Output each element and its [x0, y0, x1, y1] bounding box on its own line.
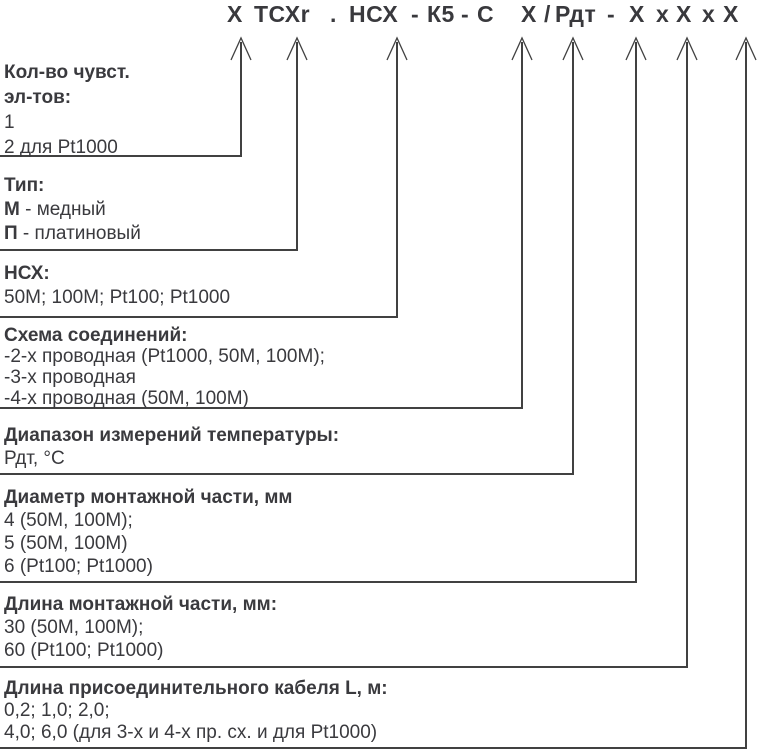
- section-row: 60 (Pt100; Pt1000): [4, 640, 164, 661]
- up-arrow-icon: [676, 36, 698, 61]
- section-row: -2-х проводная (Pt1000, 50М, 100М);: [4, 346, 325, 367]
- connector-line-sensing-elements: [0, 42, 242, 157]
- up-arrow-icon: [625, 36, 647, 61]
- connector-line-wiring-scheme: [0, 42, 523, 409]
- row-code-letter: П: [4, 223, 18, 244]
- section-mounting-diameter: Диаметр монтажной части, мм 4 (50М, 100М…: [4, 486, 292, 578]
- connector-line-type: [0, 42, 298, 251]
- section-row: Рдт, °С: [4, 448, 65, 469]
- code-segment-dash1: -: [411, 1, 420, 27]
- section-heading: Схема соединений:: [4, 325, 188, 346]
- connector-line-temperature: [0, 42, 574, 475]
- code-segment-diam-x: Х: [629, 1, 645, 27]
- section-heading: НСХ:: [4, 263, 50, 284]
- section-row: -3-х проводная: [4, 367, 136, 388]
- section-row: 1: [4, 112, 15, 133]
- row-text: - платиновый: [17, 223, 141, 244]
- code-segment-dot: .: [330, 1, 337, 27]
- section-temperature-range: Диапазон измерений температуры: Рдт, °С: [4, 424, 339, 470]
- section-heading: Тип:: [4, 175, 45, 196]
- section-nsx: НСХ: 50М; 100М; Pt100; Pt1000: [4, 262, 230, 310]
- up-arrow-icon: [511, 36, 533, 61]
- section-heading: эл-тов:: [4, 87, 72, 108]
- code-segment-rdt: Рдт: [555, 1, 597, 27]
- code-segment-slash: /: [544, 1, 551, 27]
- section-type: Тип: М - медный П - платиновый: [4, 174, 141, 246]
- code-segment-c: С: [477, 1, 495, 27]
- section-sensing-elements: Кол-во чувст. эл-тов: 1 2 для Pt1000: [4, 60, 130, 160]
- section-row: 0,2; 1,0; 2,0;: [4, 700, 110, 721]
- connector-line-mount-length: [0, 42, 688, 668]
- section-row: 4 (50М, 100М);: [4, 510, 133, 531]
- up-arrow-icon: [230, 36, 252, 61]
- section-heading: Длина монтажной части, мм:: [4, 594, 278, 615]
- connector-line-nsx: [0, 42, 398, 318]
- section-row: -4-х проводная (50М, 100М): [4, 388, 249, 409]
- code-segment-dash3: -: [607, 1, 616, 27]
- product-code-title: Х ТСХr . НСХ - К5 - С Х / Рдт - Х х Х х …: [0, 0, 760, 30]
- code-segment-dash2: -: [461, 1, 470, 27]
- code-segment-times2: х: [702, 1, 716, 27]
- section-cable-length: Длина присоединительного кабеля L, м: 0,…: [4, 678, 388, 744]
- code-segment-cable-x: Х: [723, 1, 739, 27]
- up-arrow-icon: [562, 36, 584, 61]
- code-segment-length-x: Х: [676, 1, 692, 27]
- row-code-letter: М: [4, 199, 20, 220]
- code-segment-k5: К5: [427, 1, 455, 27]
- section-row: 50М; 100М; Pt100; Pt1000: [4, 287, 231, 308]
- section-row: 5 (50М, 100М): [4, 533, 128, 554]
- section-row: 30 (50М, 100М);: [4, 617, 144, 638]
- up-arrow-icon: [286, 36, 308, 61]
- section-heading: Диаметр монтажной части, мм: [4, 487, 293, 508]
- section-row: 2 для Pt1000: [4, 137, 118, 158]
- code-segment-nsx: НСХ: [349, 1, 399, 27]
- section-row: М - медный: [4, 198, 141, 222]
- up-arrow-icon: [735, 36, 757, 61]
- code-segment-qty: Х: [227, 1, 243, 27]
- section-row: П - платиновый: [4, 222, 141, 246]
- section-mounting-length: Длина монтажной части, мм: 30 (50М, 100М…: [4, 593, 277, 662]
- section-row: 6 (Pt100; Pt1000): [4, 556, 153, 577]
- section-row: 4,0; 6,0 (для 3-х и 4-х пр. сх. и для Pt…: [4, 722, 378, 743]
- section-heading: Длина присоединительного кабеля L, м:: [4, 678, 388, 699]
- connector-stems: [0, 42, 747, 749]
- code-segment-times1: х: [656, 1, 670, 27]
- arrowheads: [230, 36, 757, 61]
- row-text: - медный: [19, 199, 106, 220]
- section-heading: Диапазон измерений температуры:: [4, 425, 340, 446]
- connector-line-cable-length: [0, 42, 747, 749]
- code-segment-scheme-x: Х: [521, 1, 537, 27]
- code-segment-series: ТСХr: [254, 1, 311, 27]
- section-wiring-scheme: Схема соединений: -2-х проводная (Pt1000…: [4, 325, 325, 409]
- connector-line-diameter: [0, 42, 637, 583]
- section-heading: Кол-во чувст.: [4, 62, 130, 83]
- up-arrow-icon: [386, 36, 408, 61]
